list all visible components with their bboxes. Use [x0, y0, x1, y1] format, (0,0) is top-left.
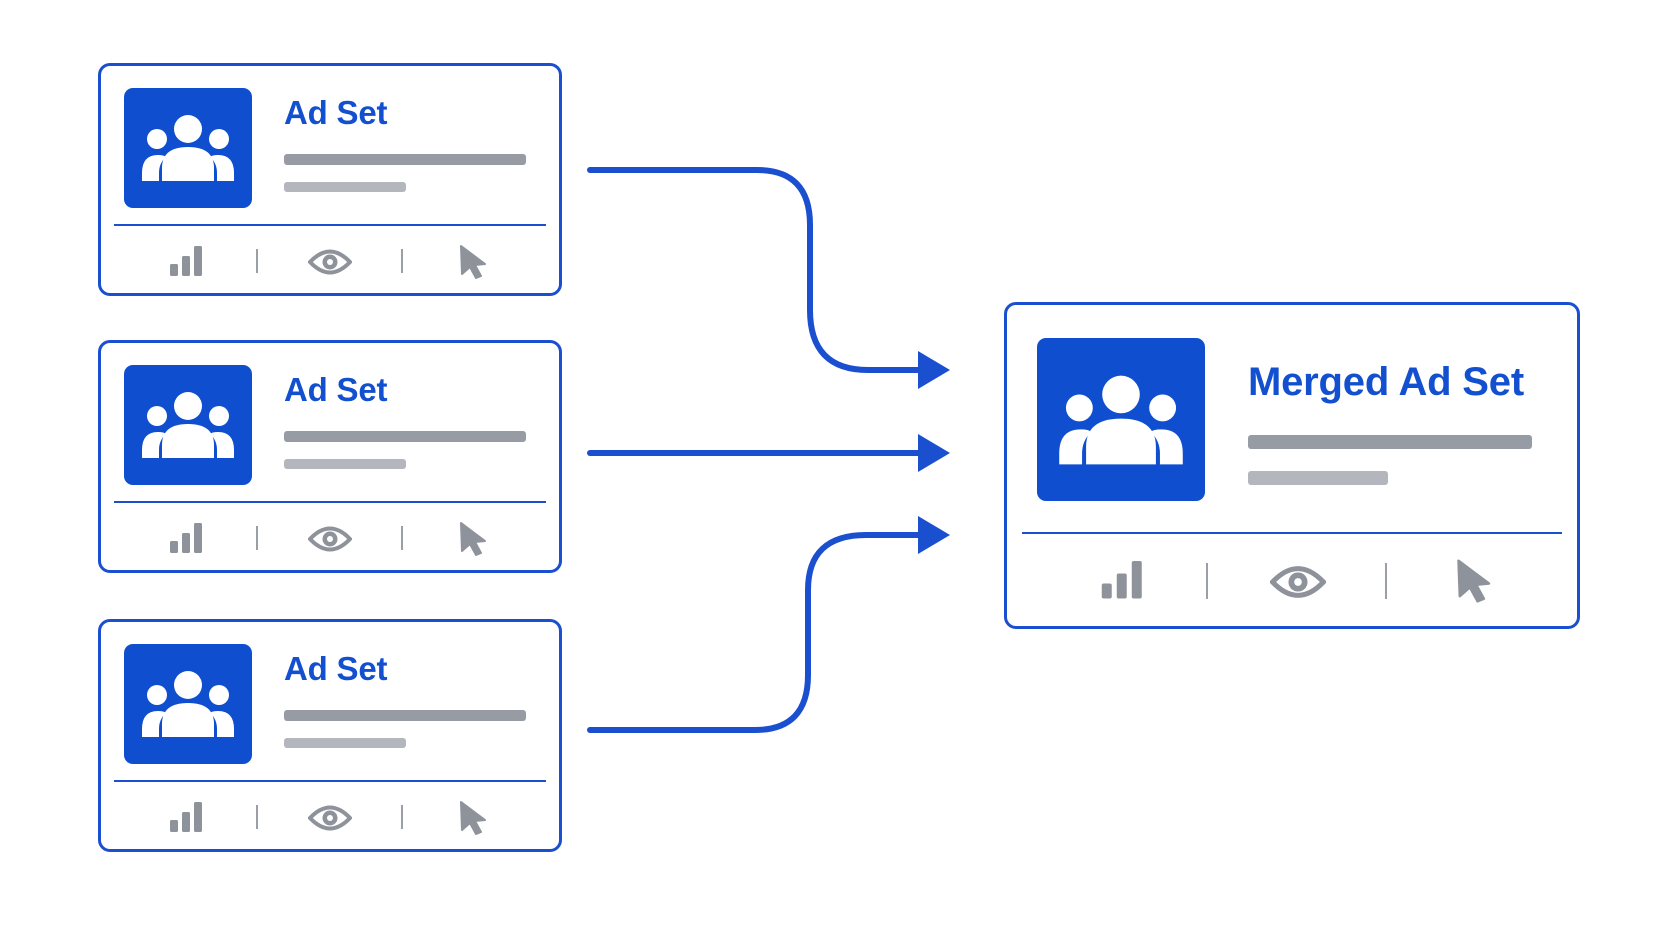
bar-chart-icon[interactable]: [170, 246, 204, 283]
eye-icon[interactable]: [307, 526, 353, 557]
users-group-icon: [124, 365, 252, 485]
cursor-icon[interactable]: [459, 521, 489, 562]
metric-separator: [1206, 563, 1208, 599]
merged-ad-set-title: Merged Ad Set: [1248, 360, 1524, 404]
divider: [114, 224, 546, 226]
ad-set-card[interactable]: Ad Set: [98, 619, 562, 852]
placeholder-line-short: [284, 459, 406, 469]
eye-icon[interactable]: [1269, 565, 1327, 604]
metric-separator: [256, 249, 258, 273]
metric-separator: [401, 526, 403, 550]
placeholder-line-short: [284, 182, 406, 192]
divider: [114, 501, 546, 503]
arrow-head-top: [918, 351, 950, 389]
connector-top: [587, 167, 923, 373]
arrow-head-bottom: [918, 516, 950, 554]
ad-set-card[interactable]: Ad Set: [98, 340, 562, 573]
connector-bottom: [587, 532, 923, 733]
ad-set-card[interactable]: Ad Set: [98, 63, 562, 296]
cursor-icon[interactable]: [459, 244, 489, 285]
placeholder-line: [284, 710, 526, 721]
placeholder-line-short: [284, 738, 406, 748]
metric-separator: [256, 805, 258, 829]
metric-separator: [401, 805, 403, 829]
placeholder-line: [284, 431, 526, 442]
users-group-icon: [124, 88, 252, 208]
ad-set-title: Ad Set: [284, 371, 388, 408]
placeholder-line: [1248, 435, 1532, 449]
placeholder-line: [284, 154, 526, 165]
bar-chart-icon[interactable]: [170, 802, 204, 839]
bar-chart-icon[interactable]: [1100, 561, 1146, 606]
cursor-icon[interactable]: [459, 800, 489, 841]
metric-separator: [256, 526, 258, 550]
merged-ad-set-card[interactable]: Merged Ad Set: [1004, 302, 1580, 629]
users-group-icon: [124, 644, 252, 764]
divider: [1022, 532, 1562, 534]
metric-separator: [401, 249, 403, 273]
ad-set-title: Ad Set: [284, 94, 388, 131]
metric-separator: [1385, 563, 1387, 599]
arrow-head-middle: [918, 434, 950, 472]
eye-icon[interactable]: [307, 805, 353, 836]
users-group-icon: [1037, 338, 1205, 501]
ad-set-title: Ad Set: [284, 650, 388, 687]
eye-icon[interactable]: [307, 249, 353, 280]
divider: [114, 780, 546, 782]
bar-chart-icon[interactable]: [170, 523, 204, 560]
cursor-icon[interactable]: [1456, 558, 1494, 609]
placeholder-line-short: [1248, 471, 1388, 485]
